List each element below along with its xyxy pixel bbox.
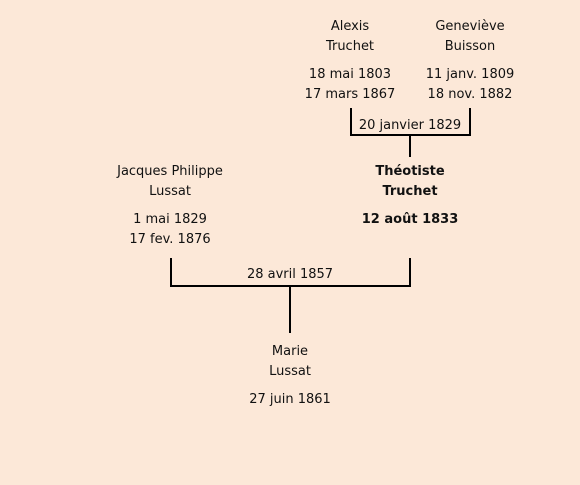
person-theotiste-truchet[interactable]: Théotiste Truchet 12 août 1833 [350,162,470,230]
connector-to-theotiste [409,135,411,157]
person-birth-date: 12 août 1833 [361,212,459,227]
person-first-name: Alexis [330,19,370,34]
marriage-date-jacques-theotiste: 28 avril 1857 [246,267,334,282]
person-marie-lussat[interactable]: Marie Lussat 27 juin 1861 [230,342,350,410]
person-death-date: 17 fev. 1876 [129,232,211,247]
person-first-name: Jacques Philippe [117,164,223,179]
person-birth-date: 11 janv. 1809 [425,67,515,82]
person-first-name: Marie [271,344,309,359]
person-birth-date: 27 juin 1861 [249,392,331,407]
person-last-name: Truchet [382,184,438,199]
person-death-date: 18 nov. 1882 [427,87,513,102]
connector-alexis-down [350,108,352,135]
person-genevieve-buisson[interactable]: Geneviève Buisson 11 janv. 1809 18 nov. … [420,17,520,105]
person-last-name: Lussat [269,364,311,379]
person-last-name: Lussat [149,184,191,199]
marriage-date-alexis-genevieve: 20 janvier 1829 [358,118,462,133]
person-birth-date: 1 mai 1829 [133,212,207,227]
person-first-name: Théotiste [375,164,445,179]
person-last-name: Truchet [325,39,375,54]
person-last-name: Buisson [444,39,496,54]
connector-genevieve-down [469,108,471,135]
person-first-name: Geneviève [435,19,505,34]
person-jacques-philippe-lussat[interactable]: Jacques Philippe Lussat 1 mai 1829 17 fe… [105,162,235,250]
connector-theotiste-down [409,258,411,287]
connector-to-marie [289,286,291,333]
person-death-date: 17 mars 1867 [304,87,396,102]
person-alexis-truchet[interactable]: Alexis Truchet 18 mai 1803 17 mars 1867 [300,17,400,105]
person-birth-date: 18 mai 1803 [308,67,392,82]
connector-jacques-down [170,258,172,287]
